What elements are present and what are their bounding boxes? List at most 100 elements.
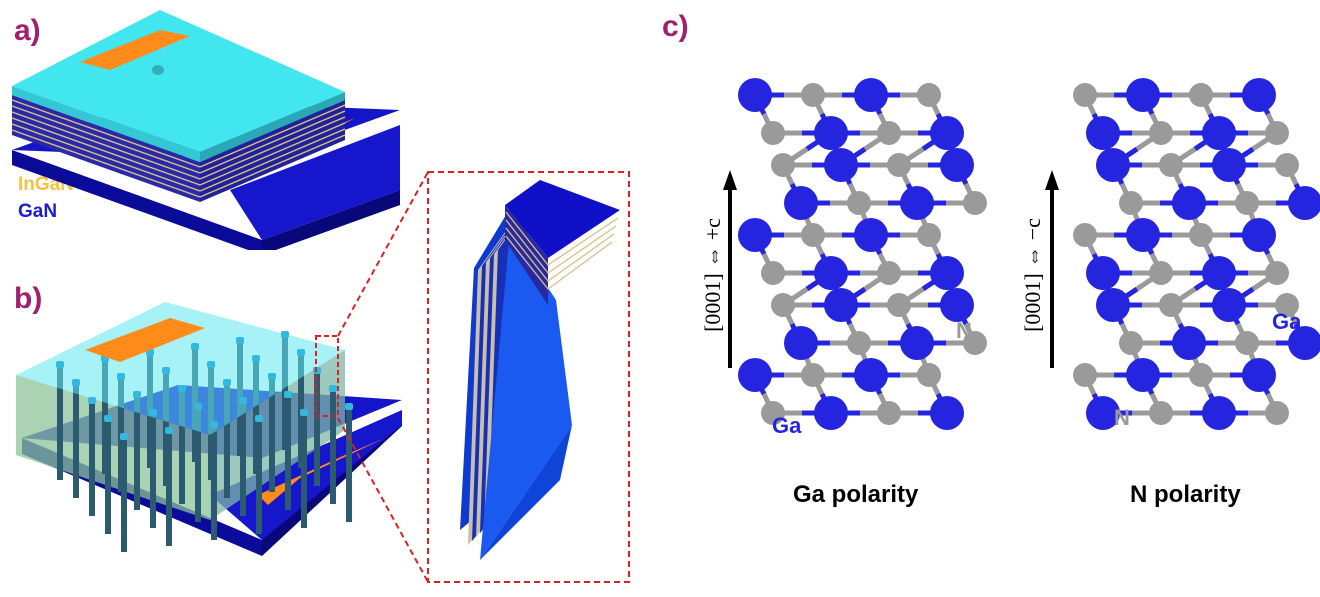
n-atom [1265,401,1289,425]
n-polarity-axis-label: [0001] ⇔ −c [1020,218,1045,332]
n-atom [1265,121,1289,145]
nanowire [134,395,140,510]
n-atom [1189,363,1213,387]
ga-atom [854,358,888,392]
nanowire [195,407,201,522]
nanowire-tip [88,397,96,404]
ga-atom [1172,326,1206,360]
nanowire-tip [252,355,260,362]
n-atom [917,223,941,247]
nanowire [301,413,307,528]
ga-atom [1086,116,1120,150]
n-polarity-lattice [1073,78,1320,430]
nanowire-tip [56,361,64,368]
cap-side [200,92,345,162]
ga-atom [1242,358,1276,392]
n-atom [801,223,825,247]
nanowire-cap [505,180,620,258]
mqw-front [12,95,200,202]
defect-spot [152,65,164,75]
nanowire-tip [207,361,215,368]
nanowire [105,419,111,534]
ga-atom [1126,78,1160,112]
n-atom [801,363,825,387]
ga-atom [930,116,964,150]
zoom-callout [337,171,630,583]
ga-atom [1212,288,1246,322]
nanowire [224,383,230,498]
ga-atom [854,218,888,252]
ga-atom [1126,358,1160,392]
n-atom [887,153,911,177]
bottom-contact-b [258,438,385,505]
ga-atom [930,396,964,430]
n-atom [1275,293,1299,317]
quantum-well-stripes [11,99,346,198]
nanowire-tip [223,379,231,386]
nanowire-tip [120,433,128,440]
n-atom [917,363,941,387]
zoom-line-bottom [337,417,429,583]
nanowire [179,389,185,504]
nanowire [89,401,95,516]
n-atom [1073,363,1097,387]
ga-atom [854,78,888,112]
gan-label: GaN [18,201,58,222]
n-polarity-caption: N polarity [1130,481,1241,508]
n-polarity-n-label: N [1114,405,1130,430]
nanowire [121,437,127,552]
nanowire-tip [345,403,353,410]
nanowire [73,383,79,498]
zoom-line-top [337,171,429,337]
nanowire-tip [268,373,276,380]
fill-front [16,375,210,520]
n-atom [877,121,901,145]
nanowire [211,425,217,540]
panel-b-label: b) [14,282,43,315]
ga-polarity-axis-label: [0001] ⇔ +c [700,218,725,332]
nanowire-tip [165,427,173,434]
nanowire [150,413,156,528]
ga-atom [1242,78,1276,112]
polarity-axes [723,170,1059,368]
ga-atom [1202,256,1236,290]
n-atom [771,293,795,317]
nanowire-tip [236,337,244,344]
ga-atom [738,78,772,112]
substrate-right-top [230,125,400,240]
nanowire-tip [284,391,292,398]
ga-atom [1288,186,1320,220]
nanowire-cap-side [505,205,548,305]
substrate-side [262,190,400,250]
nanowire-tip [149,409,157,416]
top-contact [80,30,190,70]
nanowire-tip [133,391,141,398]
nanowire-tip [191,343,199,350]
zoom-marker [315,335,339,417]
n-atom [887,293,911,317]
ga-atom [1172,186,1206,220]
n-atom [1159,153,1183,177]
n-atom [1265,261,1289,285]
planar-led-diagram [11,10,400,250]
ga-atom [784,326,818,360]
nanowire-tip [194,403,202,410]
n-atom [1119,331,1143,355]
cap-top [12,10,345,152]
n-atom [1119,191,1143,215]
ga-atom [1288,326,1320,360]
ga-polarity-lattice [738,78,987,430]
nanowire-tip [72,379,80,386]
n-atom [877,401,901,425]
n-polarity-ga-label: Ga [1272,309,1302,334]
n-atom [917,83,941,107]
n-atom [1149,261,1173,285]
ga-atom [900,326,934,360]
ga-atom [1086,396,1120,430]
nanowire-tip [178,385,186,392]
n-atom [1235,191,1259,215]
ga-atom [738,218,772,252]
nanowire [240,401,246,516]
n-atom [877,261,901,285]
